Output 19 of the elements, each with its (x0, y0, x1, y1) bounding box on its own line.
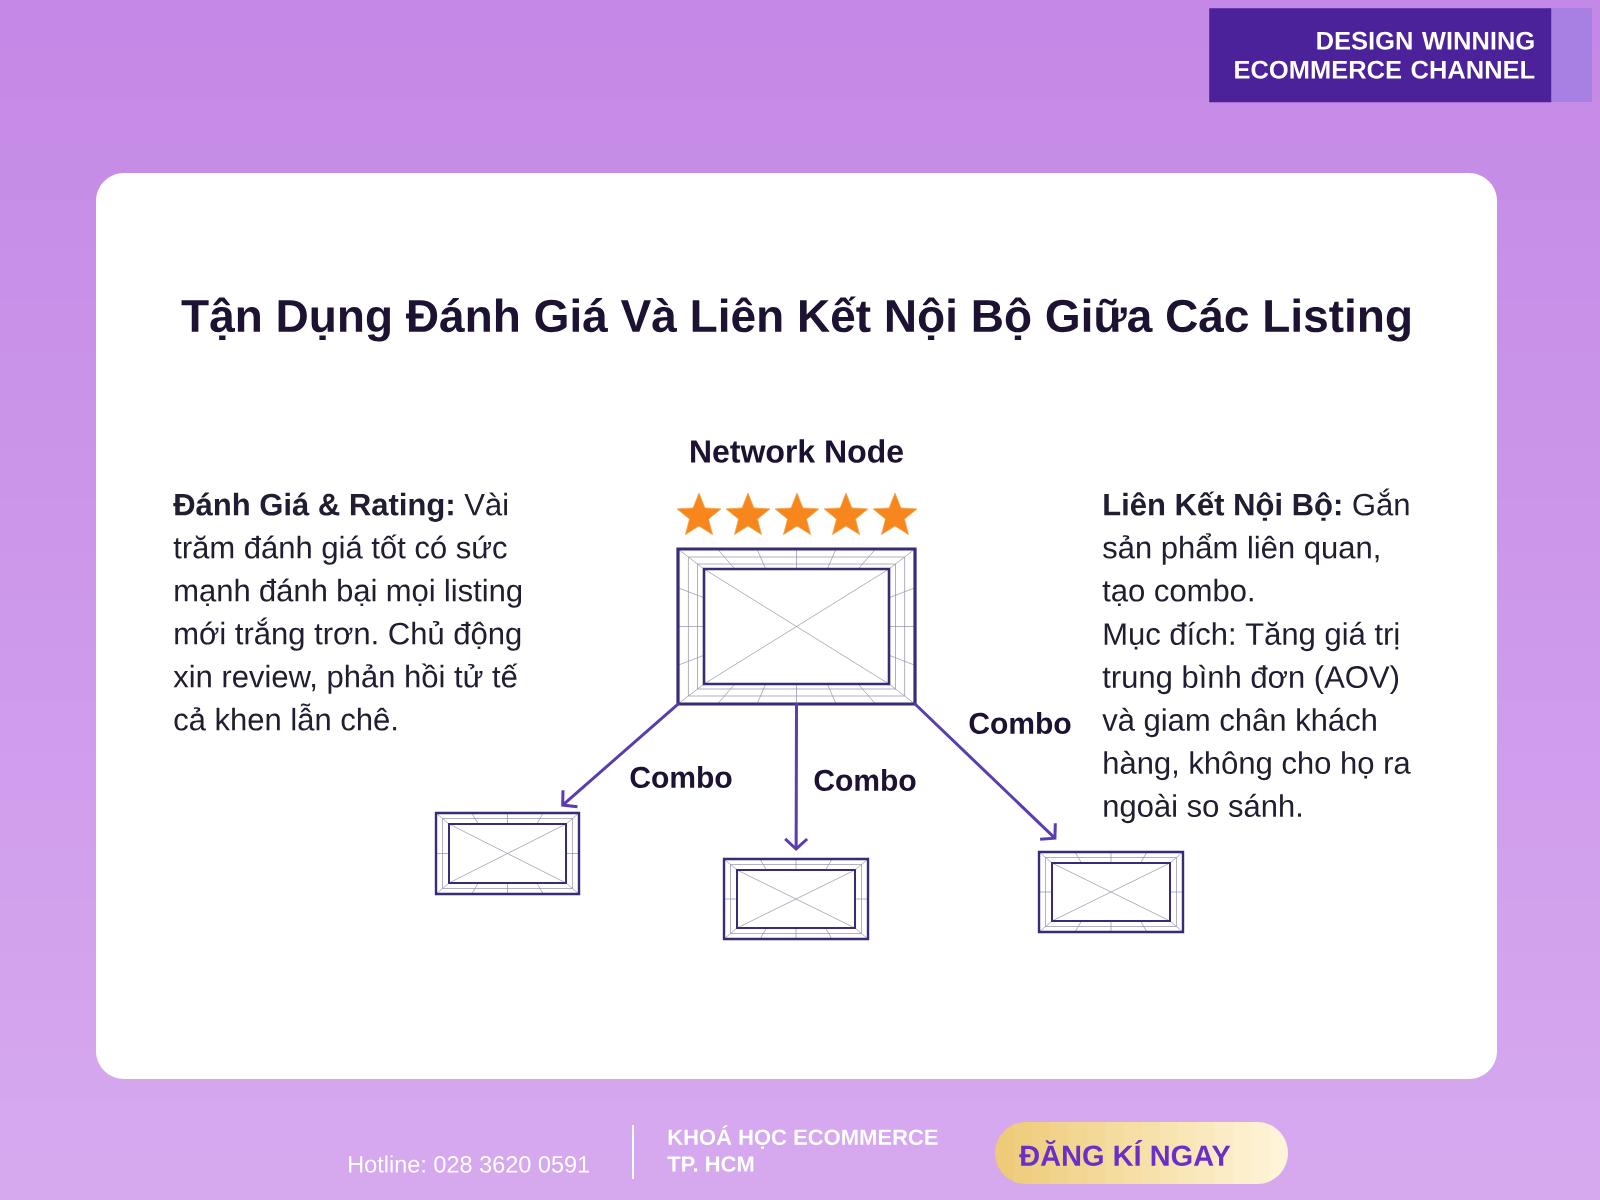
footer-text: TP. HCM (667, 1156, 754, 1172)
arrow (561, 702, 680, 809)
title: Tận Dụng Đánh Giá Và Liên Kết Nội Bộ Giữa Các Listing (181, 296, 1410, 342)
banner: DESIGN WINNING ECOMMERCE CHANNEL (1209, 8, 1592, 103)
node-heading: Network Node (691, 439, 903, 463)
paragraph: Liên Kết Nội Bộ: Gắn sản phẩm liên quan, tạo combo. (1102, 488, 1409, 606)
arrow (913, 702, 1057, 841)
image-placeholder (1037, 850, 1185, 934)
edge-label: Combo (626, 763, 736, 792)
footer-text: KHOÁ HỌC ECOMMERCE (668, 1125, 938, 1149)
edge-label: Combo (965, 709, 1075, 737)
paragraph: Đánh Giá & Rating: Vài trăm đánh giá tốt có sức mạnh đánh bại mọi listing mới trắng trơn. Chủ động xin review, phản hồi tử tế cả khen lẫn chê. (173, 492, 522, 731)
edge-label: Combo (810, 766, 920, 795)
arrow (784, 702, 809, 851)
paragraph: Mục đích: Tăng giá trị trung bình đơn (AOV) và giam chân khách hàng, không cho họ ra ngoài so sánh. (1102, 621, 1411, 824)
image-placeholder (722, 857, 870, 941)
image-placeholder (434, 811, 581, 896)
signup-button: ĐĂNG KÍ NGAY (995, 1122, 1288, 1184)
footer-text: Hotline: 028 3620 0591 (349, 1155, 590, 1173)
